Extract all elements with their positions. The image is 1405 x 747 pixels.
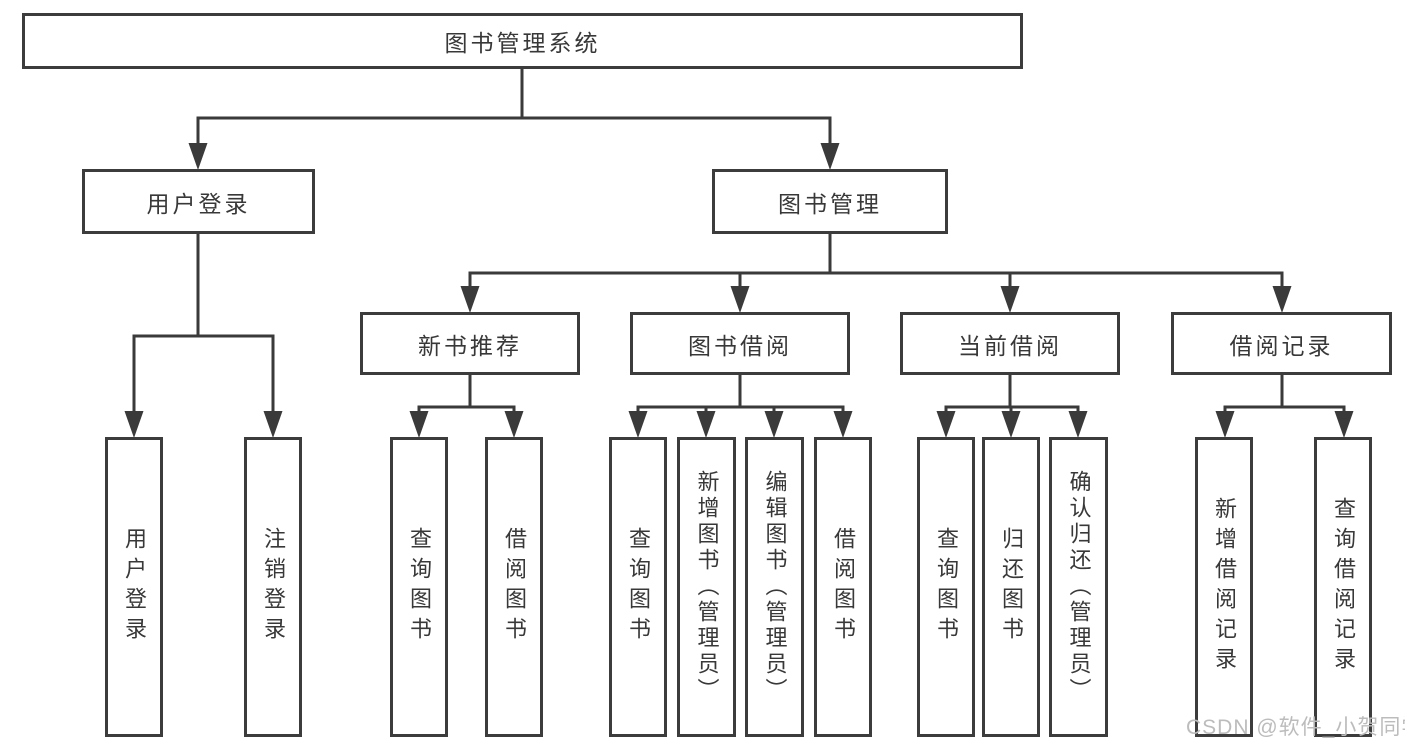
node-user-login-label: 用户登录 [146,190,251,217]
node-book-borrowing: 图书借阅 [630,312,850,375]
node-current-borrowing: 当前借阅 [900,312,1120,375]
leaf-logout-login-label: 注销登录 [261,527,286,647]
node-new-book-recommend: 新书推荐 [360,312,580,375]
leaf-borrow-books-recommend: 借阅图书 [485,437,543,737]
node-current-borrowing-label: 当前借阅 [958,332,1062,359]
node-borrowing-records-label: 借阅记录 [1229,332,1334,359]
node-new-book-recommend-label: 新书推荐 [418,332,522,359]
leaf-query-borrow-record: 查询借阅记录 [1314,437,1372,737]
leaf-borrow-books-recommend-label: 借阅图书 [502,527,527,647]
leaf-query-borrow-record-label: 查询借阅记录 [1331,497,1356,677]
leaf-query-books-borrow: 查询图书 [609,437,667,737]
leaf-query-books-borrow-label: 查询图书 [626,527,651,647]
leaf-confirm-return-admin-label: 确认归还（管理员） [1066,470,1092,704]
leaf-query-books-current: 查询图书 [917,437,975,737]
node-root: 图书管理系统 [22,13,1023,69]
leaf-logout-login: 注销登录 [244,437,302,737]
leaf-confirm-return-admin: 确认归还（管理员） [1049,437,1108,737]
leaf-return-books-label: 归还图书 [999,527,1024,647]
leaf-query-books-current-label: 查询图书 [934,527,959,647]
leaf-query-books-recommend-label: 查询图书 [407,527,432,647]
leaf-edit-books-admin: 编辑图书（管理员） [745,437,804,737]
leaf-query-books-recommend: 查询图书 [390,437,448,737]
leaf-user-login-label: 用户登录 [122,527,147,647]
node-book-management: 图书管理 [712,169,948,234]
node-user-login: 用户登录 [82,169,315,234]
leaf-user-login: 用户登录 [105,437,163,737]
csdn-watermark: CSDN @软件_小贺同学 [1186,716,1405,739]
leaf-return-books: 归还图书 [982,437,1040,737]
leaf-add-books-admin-label: 新增图书（管理员） [694,470,720,704]
leaf-edit-books-admin-label: 编辑图书（管理员） [762,470,788,704]
leaf-borrow-books: 借阅图书 [814,437,872,737]
node-book-borrowing-label: 图书借阅 [688,332,792,359]
leaf-borrow-books-label: 借阅图书 [831,527,856,647]
node-book-management-label: 图书管理 [778,190,882,217]
node-root-label: 图书管理系统 [444,30,601,56]
leaf-add-borrow-record: 新增借阅记录 [1195,437,1253,737]
leaf-add-books-admin: 新增图书（管理员） [677,437,736,737]
leaf-add-borrow-record-label: 新增借阅记录 [1212,497,1237,677]
node-borrowing-records: 借阅记录 [1171,312,1392,375]
